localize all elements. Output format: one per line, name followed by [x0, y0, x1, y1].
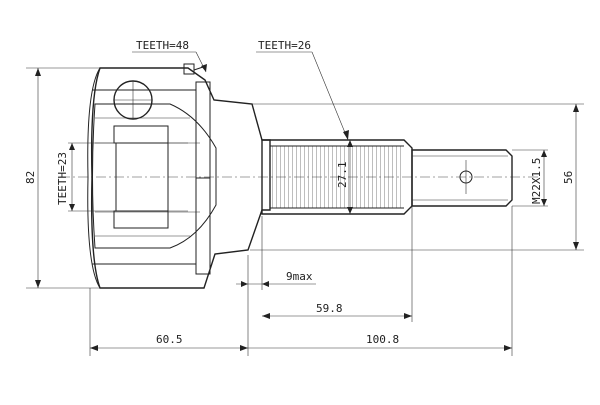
inner-race	[113, 80, 188, 229]
dim-total-length	[248, 206, 513, 356]
outer-housing	[87, 63, 271, 289]
threaded-stub	[411, 149, 513, 207]
leader-teeth-spline	[256, 51, 349, 141]
label-len-total: 100.8	[366, 333, 399, 346]
dim-outer-diameter	[26, 67, 100, 289]
label-gap: 9max	[286, 270, 313, 283]
dim-inner-teeth	[68, 142, 120, 212]
label-len-spline: 59.8	[316, 302, 343, 315]
dim-spline-length	[262, 206, 413, 322]
dim-shaft-diameter	[250, 103, 584, 251]
label-dia-outer: 82	[24, 171, 37, 184]
label-thread: M22X1.5	[530, 158, 543, 204]
label-teeth-outer: TEETH=48	[136, 39, 189, 52]
label-dia-spline: 27.1	[336, 162, 349, 189]
dim-gap	[236, 216, 316, 356]
label-len-body: 60.5	[156, 333, 183, 346]
dim-spline-diameter	[347, 140, 353, 214]
label-teeth-spline: TEETH=26	[258, 39, 311, 52]
leader-teeth-outer	[132, 51, 207, 73]
label-dia-shaft: 56	[562, 171, 575, 184]
dim-thread	[512, 149, 548, 207]
dim-body-length	[89, 288, 248, 356]
label-teeth-inner: TEETH=23	[56, 152, 69, 205]
